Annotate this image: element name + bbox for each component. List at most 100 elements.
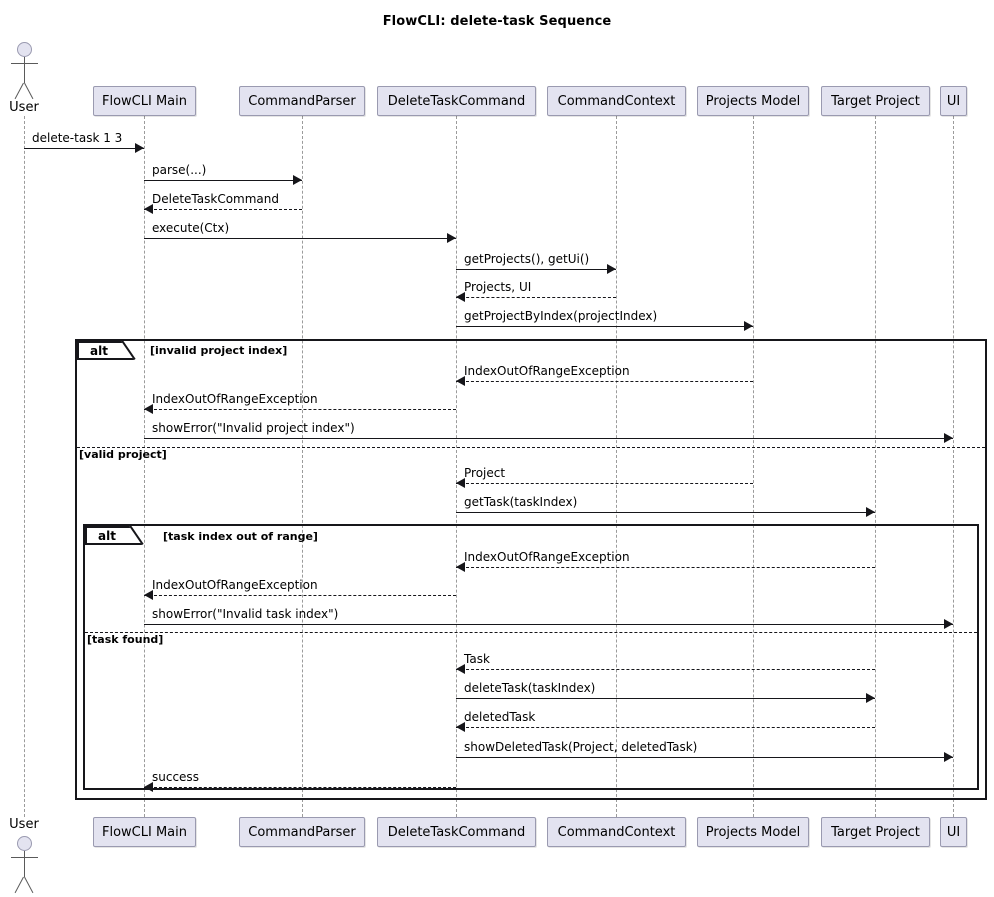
message-label-m15: showError("Invalid task index")	[152, 607, 339, 621]
lifeline-context	[616, 116, 617, 817]
message-line-m7	[456, 326, 753, 327]
message-line-m17	[456, 698, 875, 699]
participant-label: CommandParser	[248, 93, 356, 109]
message-line-m10	[144, 438, 953, 439]
message-arrowhead-m7	[744, 321, 753, 331]
message-arrowhead-m10	[944, 433, 953, 443]
participant-box-main-top[interactable]: FlowCLI Main	[93, 86, 196, 116]
fragment-outer-alt	[75, 339, 987, 800]
actor-head-top	[16, 42, 32, 57]
message-arrowhead-m18	[456, 722, 465, 732]
participant-label: Projects Model	[705, 93, 801, 109]
fragment-operator-tab-inner-alt	[85, 526, 142, 545]
message-line-m14	[144, 595, 456, 596]
participant-box-parser-bottom[interactable]: CommandParser	[239, 817, 365, 847]
message-line-m9	[144, 409, 456, 410]
message-arrowhead-m13	[456, 562, 465, 572]
fragment-guard-inner-alt-1: [task found]	[87, 633, 164, 646]
message-line-m8	[456, 381, 753, 382]
fragment-operator-label-outer-alt: alt	[90, 344, 108, 358]
participant-box-projects-bottom[interactable]: Projects Model	[697, 817, 809, 847]
message-line-m11	[456, 483, 753, 484]
fragment-inner-alt	[83, 524, 979, 790]
actor-label-bottom: User	[9, 817, 39, 832]
message-label-m8: IndexOutOfRangeException	[464, 364, 630, 378]
lifeline-projects	[753, 116, 754, 817]
message-line-m1	[24, 148, 144, 149]
message-arrowhead-m1	[135, 143, 144, 153]
message-line-m3	[144, 209, 302, 210]
fragment-guard-inner-alt-0: [task index out of range]	[163, 530, 318, 543]
message-label-m11: Project	[464, 466, 506, 480]
actor-leg-right-bottom	[24, 876, 34, 894]
actor-head-bottom	[16, 836, 32, 851]
participant-label: DeleteTaskCommand	[387, 93, 526, 109]
fragment-divider-inner-alt-0	[85, 632, 977, 633]
actor-body-top	[24, 57, 25, 83]
participant-label: Target Project	[831, 824, 920, 840]
lifeline-main	[144, 116, 145, 817]
participant-box-ui-top[interactable]: UI	[940, 86, 967, 116]
message-line-m18	[456, 727, 875, 728]
actor-arms-top	[11, 63, 38, 64]
message-line-m2	[144, 180, 302, 181]
message-arrowhead-m12	[866, 507, 875, 517]
participant-box-parser-top[interactable]: CommandParser	[239, 86, 365, 116]
message-label-m19: showDeletedTask(Project, deletedTask)	[464, 740, 698, 754]
message-label-m20: success	[152, 770, 199, 784]
message-label-m17: deleteTask(taskIndex)	[464, 681, 596, 695]
participant-box-ui-bottom[interactable]: UI	[940, 817, 967, 847]
message-label-m2: parse(...)	[152, 163, 207, 177]
participant-label: CommandContext	[557, 824, 676, 840]
message-arrowhead-m3	[144, 204, 153, 214]
message-label-m14: IndexOutOfRangeException	[152, 578, 318, 592]
participant-box-main-bottom[interactable]: FlowCLI Main	[93, 817, 196, 847]
message-arrowhead-m15	[944, 619, 953, 629]
message-line-m15	[144, 624, 953, 625]
message-label-m7: getProjectByIndex(projectIndex)	[464, 309, 658, 323]
participant-box-context-top[interactable]: CommandContext	[547, 86, 686, 116]
participant-box-target-top[interactable]: Target Project	[821, 86, 930, 116]
message-line-m5	[456, 269, 616, 270]
message-arrowhead-m16	[456, 664, 465, 674]
participant-label: DeleteTaskCommand	[387, 824, 526, 840]
message-arrowhead-m6	[456, 292, 465, 302]
message-label-m1: delete-task 1 3	[32, 131, 123, 145]
message-arrowhead-m20	[144, 782, 153, 792]
page-title: FlowCLI: delete-task Sequence	[382, 14, 612, 29]
actor-leg-left-bottom	[14, 876, 24, 894]
message-label-m13: IndexOutOfRangeException	[464, 550, 630, 564]
fragment-operator-tab-outer-alt	[77, 341, 134, 360]
participant-label: CommandContext	[557, 93, 676, 109]
participant-box-deletecmd-top[interactable]: DeleteTaskCommand	[377, 86, 536, 116]
message-line-m20	[144, 787, 456, 788]
participant-label: UI	[946, 93, 961, 109]
message-arrowhead-m9	[144, 404, 153, 414]
message-line-m6	[456, 297, 616, 298]
message-arrowhead-m11	[456, 478, 465, 488]
participant-box-target-bottom[interactable]: Target Project	[821, 817, 930, 847]
fragment-guard-outer-alt-0: [invalid project index]	[150, 344, 288, 357]
message-label-m16: Task	[464, 652, 490, 666]
participant-label: Target Project	[831, 93, 920, 109]
participant-label: CommandParser	[248, 824, 356, 840]
message-arrowhead-m4	[447, 233, 456, 243]
message-arrowhead-m14	[144, 590, 153, 600]
participant-box-deletecmd-bottom[interactable]: DeleteTaskCommand	[377, 817, 536, 847]
message-line-m4	[144, 238, 456, 239]
message-label-m4: execute(Ctx)	[152, 221, 230, 235]
participant-label: UI	[946, 824, 961, 840]
message-line-m12	[456, 512, 875, 513]
message-arrowhead-m8	[456, 376, 465, 386]
participant-box-projects-top[interactable]: Projects Model	[697, 86, 809, 116]
message-label-m18: deletedTask	[464, 710, 536, 724]
message-label-m5: getProjects(), getUi()	[464, 252, 590, 266]
message-label-m3: DeleteTaskCommand	[152, 192, 280, 206]
message-arrowhead-m5	[607, 264, 616, 274]
message-label-m12: getTask(taskIndex)	[464, 495, 578, 509]
participant-box-context-bottom[interactable]: CommandContext	[547, 817, 686, 847]
lifeline-deletecmd	[456, 116, 457, 817]
actor-body-bottom	[24, 851, 25, 877]
fragment-operator-label-inner-alt: alt	[98, 529, 116, 543]
